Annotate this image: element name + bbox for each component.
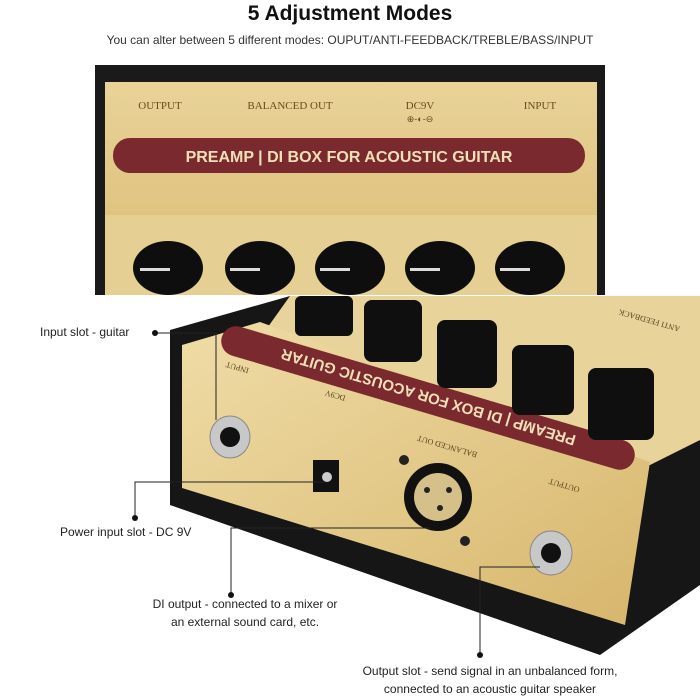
callout-line-input (155, 332, 217, 420)
knob[interactable] (405, 241, 475, 295)
callout-dots (132, 330, 483, 658)
lower-device: PREAMP | DI BOX FOR ACOUSTIC GUITAR INPU… (170, 296, 700, 655)
callout-output-line1: Output slot - send signal in an unbalanc… (362, 664, 618, 678)
callout-power: Power input slot - DC 9V (60, 525, 192, 539)
callout-di-line2: an external sound card, etc. (170, 615, 320, 629)
label-output: OUTPUT (138, 100, 182, 112)
callout-line-power (134, 481, 325, 518)
callout-lines (134, 332, 540, 655)
top-panel: OUTPUT BALANCED OUT DC9V ⊕-◐-⊖ INPUT PRE… (95, 65, 605, 295)
callout-di-line1: DI output - connected to a mixer or (152, 597, 338, 611)
knob[interactable] (588, 368, 654, 440)
knob[interactable] (437, 320, 497, 388)
knob[interactable] (315, 241, 385, 295)
knob[interactable] (133, 241, 203, 295)
callout-output-line2: connected to an acoustic guitar speaker (383, 682, 597, 696)
top-banner-text: PREAMP | DI BOX FOR ACOUSTIC GUITAR (186, 149, 513, 166)
page-title: 5 Adjustment Modes (247, 2, 453, 25)
page-subtitle: You can alter between 5 different modes:… (106, 33, 594, 47)
knob[interactable] (225, 241, 295, 295)
polarity-icon: ⊕-◐-⊖ (407, 114, 434, 124)
knob[interactable] (295, 296, 353, 336)
knob[interactable] (495, 241, 565, 295)
knob[interactable] (512, 345, 574, 415)
lower-knobs (295, 296, 654, 440)
top-banner (113, 138, 585, 173)
callout-input: Input slot - guitar (40, 325, 130, 339)
dc-jack[interactable] (313, 460, 339, 492)
label-dc9v: DC9V (406, 100, 435, 112)
label-balanced-out: BALANCED OUT (247, 100, 333, 112)
output-jack[interactable] (529, 530, 573, 576)
top-knobs (133, 241, 565, 295)
callout-line-output (479, 566, 540, 655)
knob[interactable] (364, 300, 422, 362)
callout-line-di (230, 527, 430, 595)
label-input: INPUT (524, 100, 557, 112)
xlr-connector[interactable] (399, 455, 472, 546)
input-jack[interactable] (209, 415, 251, 459)
